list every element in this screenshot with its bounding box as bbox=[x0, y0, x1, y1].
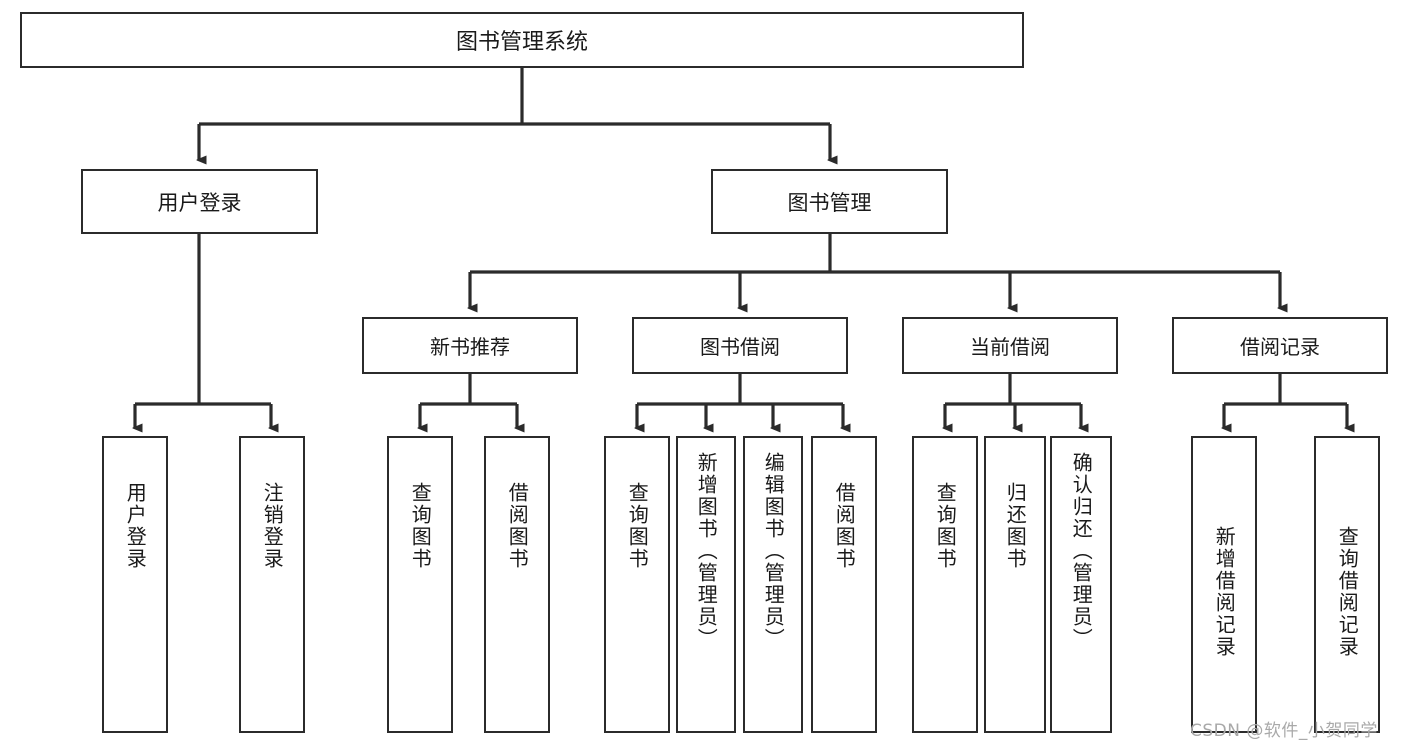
node-book-borrow-label: 图书借阅 bbox=[700, 335, 780, 359]
node-new-book-recommend[interactable]: 新书推荐 bbox=[362, 317, 578, 374]
node-leaf-return-book[interactable]: 归还图书 bbox=[984, 436, 1046, 733]
node-leaf-logout-login-label: 注销登录 bbox=[260, 482, 285, 570]
node-leaf-edit-book[interactable]: 编辑图书（管理员） bbox=[743, 436, 803, 733]
node-leaf-query-book-3[interactable]: 查询图书 bbox=[912, 436, 978, 733]
node-leaf-confirm-return[interactable]: 确认归还（管理员） bbox=[1050, 436, 1112, 733]
node-borrow-record[interactable]: 借阅记录 bbox=[1172, 317, 1388, 374]
node-leaf-add-record[interactable]: 新增借阅记录 bbox=[1191, 436, 1257, 733]
node-leaf-query-book-1[interactable]: 查询图书 bbox=[387, 436, 453, 733]
node-leaf-add-book-label: 新增图书（管理员） bbox=[694, 452, 719, 650]
node-leaf-query-book-2[interactable]: 查询图书 bbox=[604, 436, 670, 733]
node-leaf-add-record-label: 新增借阅记录 bbox=[1212, 526, 1237, 658]
node-leaf-user-login[interactable]: 用户登录 bbox=[102, 436, 168, 733]
node-leaf-confirm-return-label: 确认归还（管理员） bbox=[1069, 452, 1094, 650]
node-book-borrow[interactable]: 图书借阅 bbox=[632, 317, 848, 374]
node-leaf-borrow-book-1-label: 借阅图书 bbox=[505, 482, 530, 570]
node-user-login-label: 用户登录 bbox=[157, 190, 242, 215]
node-leaf-borrow-book-2-label: 借阅图书 bbox=[832, 482, 857, 570]
node-leaf-query-book-2-label: 查询图书 bbox=[625, 482, 650, 570]
node-root-label: 图书管理系统 bbox=[455, 30, 588, 55]
node-leaf-add-book[interactable]: 新增图书（管理员） bbox=[676, 436, 736, 733]
watermark: CSDN @软件_小贺同学 bbox=[1190, 721, 1378, 741]
node-leaf-query-book-1-label: 查询图书 bbox=[408, 482, 433, 570]
node-leaf-edit-book-label: 编辑图书（管理员） bbox=[761, 452, 786, 650]
node-user-login[interactable]: 用户登录 bbox=[81, 169, 318, 234]
node-leaf-query-record[interactable]: 查询借阅记录 bbox=[1314, 436, 1380, 733]
node-leaf-borrow-book-2[interactable]: 借阅图书 bbox=[811, 436, 877, 733]
node-leaf-query-record-label: 查询借阅记录 bbox=[1335, 526, 1360, 658]
node-current-borrow[interactable]: 当前借阅 bbox=[902, 317, 1118, 374]
node-leaf-logout-login[interactable]: 注销登录 bbox=[239, 436, 305, 733]
node-book-manage[interactable]: 图书管理 bbox=[711, 169, 948, 234]
node-leaf-borrow-book-1[interactable]: 借阅图书 bbox=[484, 436, 550, 733]
node-book-manage-label: 图书管理 bbox=[787, 190, 872, 215]
node-new-book-recommend-label: 新书推荐 bbox=[430, 335, 510, 359]
node-leaf-return-book-label: 归还图书 bbox=[1003, 482, 1028, 570]
node-leaf-query-book-3-label: 查询图书 bbox=[933, 482, 958, 570]
node-current-borrow-label: 当前借阅 bbox=[970, 335, 1050, 359]
node-leaf-user-login-label: 用户登录 bbox=[123, 482, 148, 570]
node-root[interactable]: 图书管理系统 bbox=[20, 12, 1024, 68]
node-borrow-record-label: 借阅记录 bbox=[1240, 335, 1320, 359]
